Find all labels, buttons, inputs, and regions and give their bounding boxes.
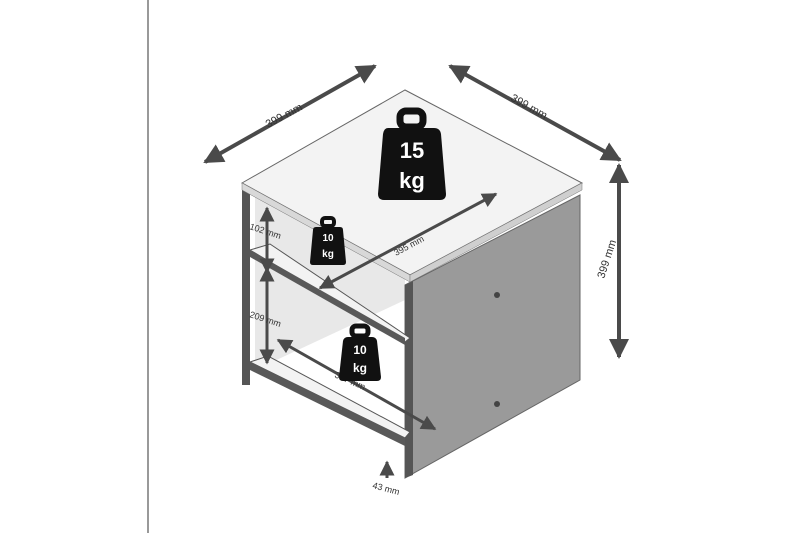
weight-icon-lower-handle [349, 323, 371, 339]
weight-upper-unit: kg [322, 249, 334, 260]
weight-lower-unit: kg [353, 361, 367, 375]
arrow-inner-depth [318, 192, 498, 290]
dowel-hole-top [494, 292, 500, 298]
side-panel-right-edge [405, 281, 413, 478]
weight-icon-top-body [378, 128, 446, 200]
arrow-inner-width [276, 338, 437, 431]
weight-icon-upper-shelf: 10 kg [310, 216, 346, 265]
weight-top-unit: kg [399, 168, 425, 193]
arrow-top-depth [448, 64, 622, 162]
side-panel-left [242, 188, 250, 385]
arrow-top-width [203, 64, 377, 164]
label-height: 399 mm [595, 238, 619, 280]
weight-icon-upper-body [310, 227, 346, 265]
upper-shelf-edge [250, 250, 405, 345]
label-top-width: 399 mm [264, 101, 305, 130]
weight-upper-value: 10 [322, 233, 334, 244]
weight-top-value: 15 [400, 138, 424, 163]
weight-icon-lower-body [339, 337, 381, 381]
weight-icon-top: 15 kg [378, 107, 446, 200]
bottom-shelf-edge [250, 362, 405, 446]
dimension-arrows [203, 64, 629, 478]
label-base-clearance: 43 mm [371, 480, 400, 497]
weight-icon-lower-shelf: 10 kg [339, 323, 381, 381]
weight-icon-top-handle [396, 107, 427, 131]
weight-lower-value: 10 [353, 343, 367, 357]
dowel-hole-bottom [494, 401, 500, 407]
label-top-depth: 399 mm [509, 92, 550, 122]
weight-icon-upper-handle [320, 216, 336, 228]
